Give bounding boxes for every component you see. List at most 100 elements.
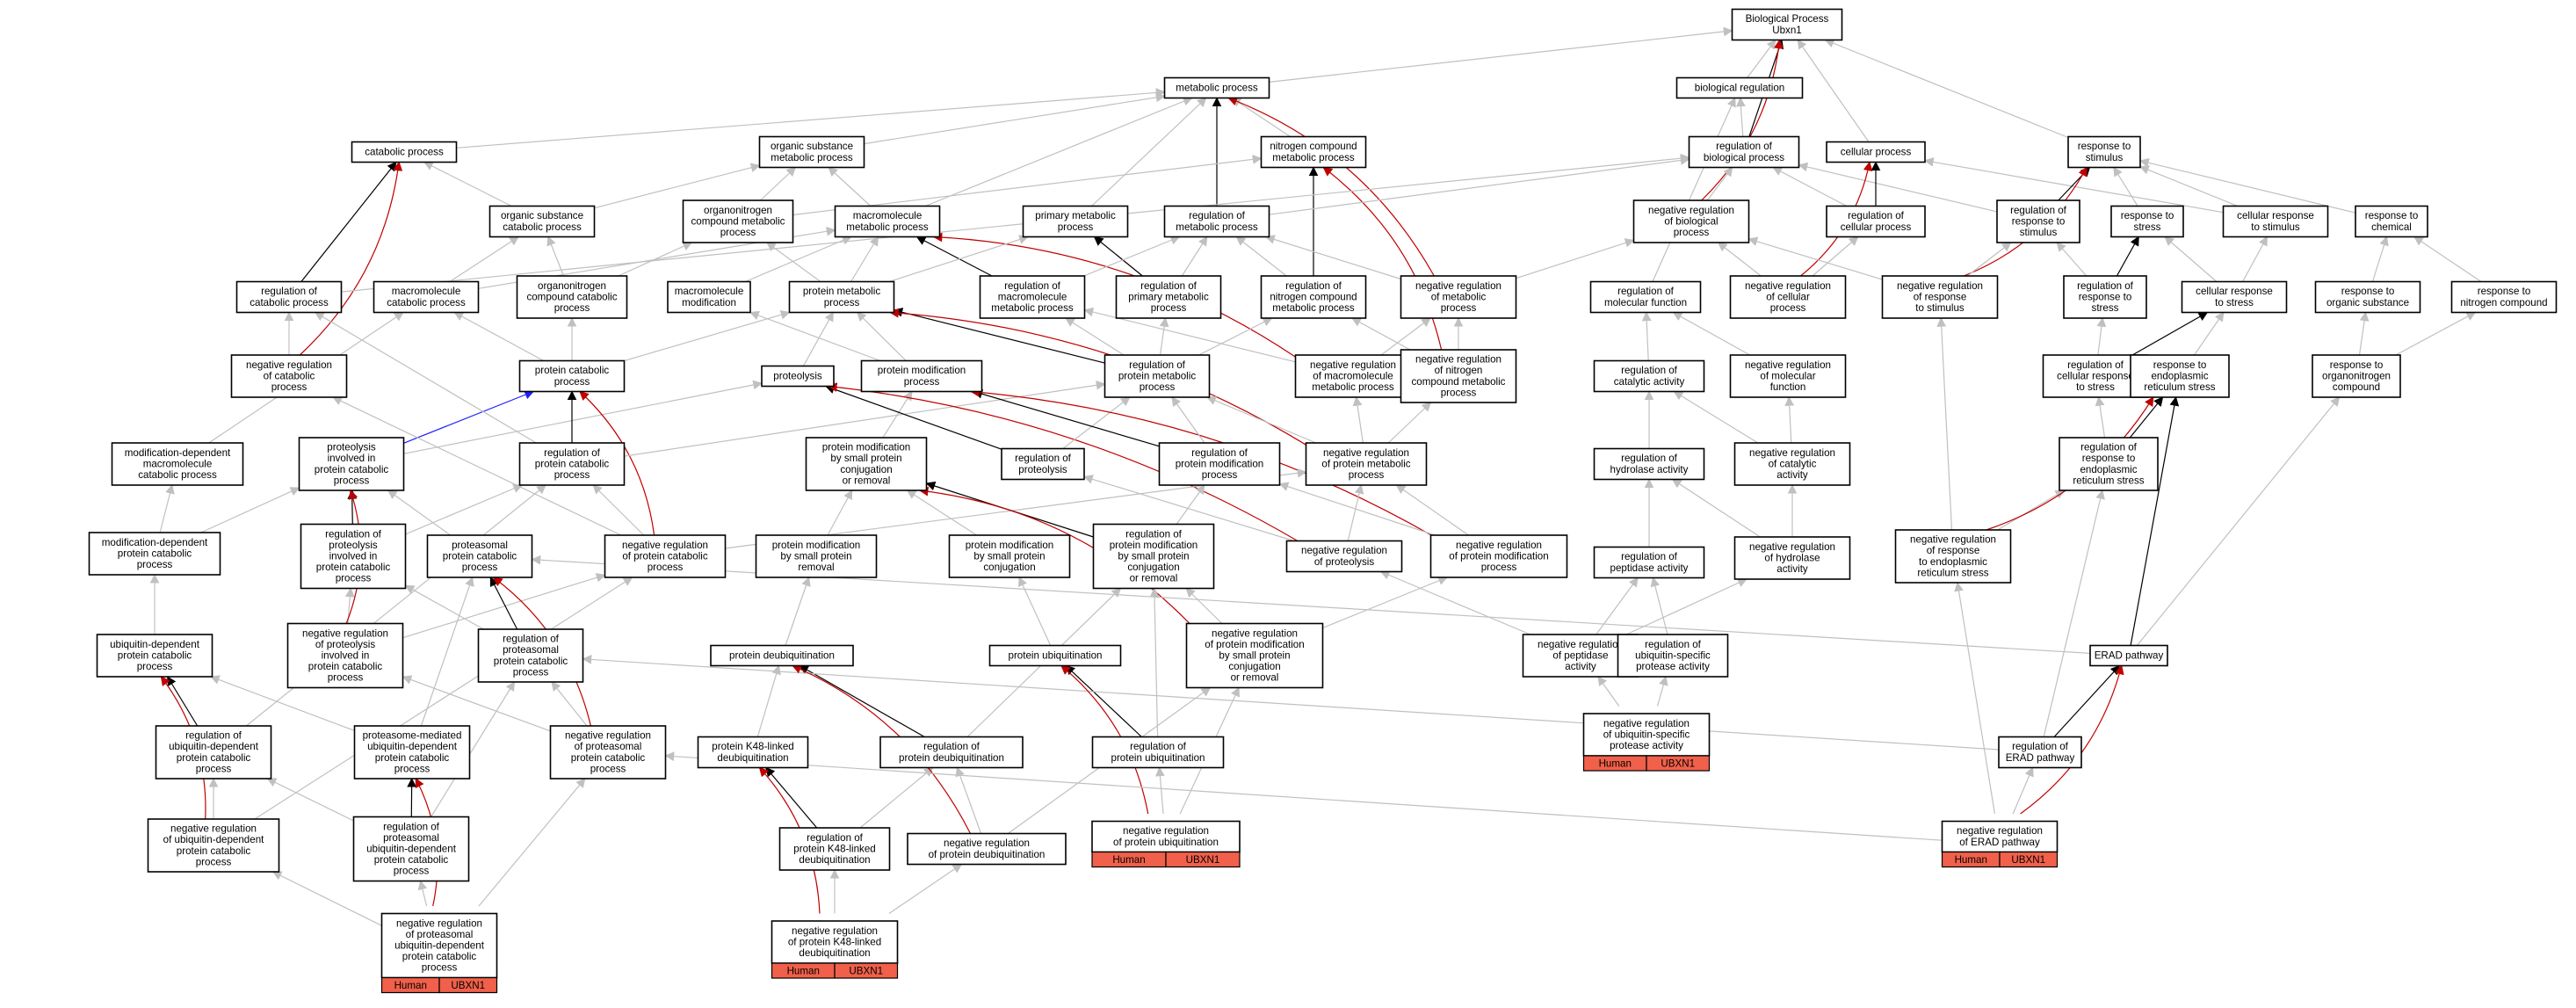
node-reg-prot-ubdep[interactable]: regulation ofproteasomalubiquitin-depend… [352,816,470,882]
node-label-line: process [394,866,430,877]
node-prot-ubiq[interactable]: protein ubiquitination [988,644,1122,667]
node-prot-deubiq[interactable]: protein deubiquitination [710,644,854,667]
node-bioreg[interactable]: biological regulation [1675,76,1804,99]
node-erad[interactable]: ERAD pathway [2089,644,2168,667]
node-cellular[interactable]: cellular process [1826,141,1926,163]
node-label-line: protein catabolic [375,752,450,764]
node-reg-ubdep-prot-cat[interactable]: regulation ofubiquitin-dependentprotein … [155,725,272,780]
node-reg-ubsp-protease[interactable]: regulation ofubiquitin-specificprotease … [1617,634,1729,678]
node-box [755,534,878,578]
node-metabolic[interactable]: metabolic process [1163,76,1270,99]
node-label-line: regulation of [1015,453,1072,464]
node-proteolysis[interactable]: proteolysis [761,365,835,388]
node-prot-med-ubdep[interactable]: proteasome-mediatedubiquitin-dependentpr… [353,725,471,780]
gene-cell [438,976,498,994]
node-catabolic[interactable]: catabolic process [351,141,458,163]
node-moddep-macro-cat[interactable]: modification-dependentmacromoleculecatab… [111,442,244,486]
node-label-line: protein deubiquitination [899,752,1004,764]
node-label-line: negative regulation [396,917,482,929]
